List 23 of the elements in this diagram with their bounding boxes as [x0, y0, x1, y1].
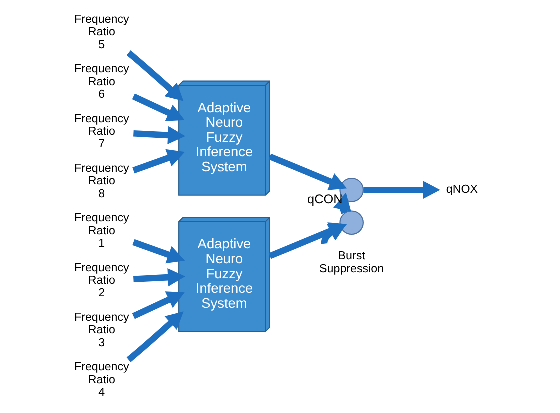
arrow	[126, 50, 184, 102]
arrow	[132, 149, 185, 174]
node-text: Frequency Ratio 2	[74, 261, 129, 300]
edge-label: qCON	[307, 192, 342, 206]
node-circle	[339, 210, 364, 236]
node-text: Frequency Ratio 3	[74, 310, 129, 350]
node-text: Frequency Ratio 1	[74, 212, 129, 250]
node-text: Frequency Ratio 7	[74, 112, 129, 151]
arrow	[132, 239, 185, 264]
arrow	[132, 292, 184, 320]
node-text: qNOX	[446, 183, 478, 196]
arrow	[133, 268, 185, 287]
node-text: Frequency Ratio 5	[74, 12, 129, 52]
arrow	[268, 154, 347, 190]
arrow	[126, 312, 184, 362]
arrow	[320, 224, 346, 244]
arrow	[132, 94, 184, 122]
node-text: Frequency Ratio 4	[74, 360, 129, 399]
node-text: Frequency Ratio 8	[74, 162, 129, 200]
node-text: Frequency Ratio 6	[74, 62, 129, 101]
arrow	[363, 180, 440, 200]
node-text: Burst Suppression	[319, 250, 384, 276]
arrow	[133, 126, 185, 145]
